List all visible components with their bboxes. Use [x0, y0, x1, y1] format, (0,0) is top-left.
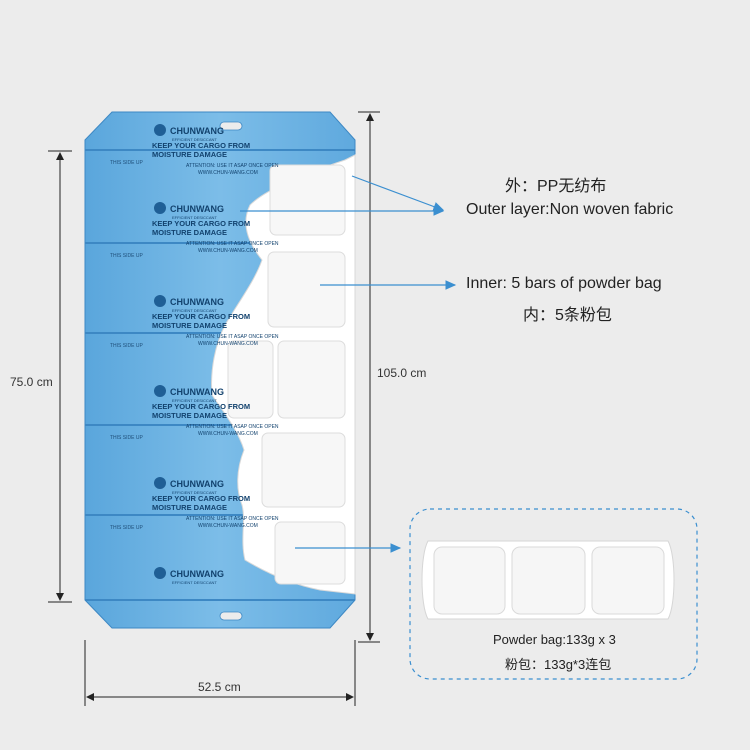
notice-text: ATTENTION: USE IT ASAP ONCE OPEN [186, 334, 279, 340]
slogan-line-1: KEEP YOUR CARGO FROM [152, 494, 250, 503]
slogan-line-2: MOISTURE DAMAGE [152, 150, 227, 159]
height-105-label: 105.0 cm [377, 366, 427, 380]
slogan-line-1: KEEP YOUR CARGO FROM [152, 312, 250, 321]
side-up-tag: THIS SIDE UP [110, 253, 143, 259]
notice-text: ATTENTION: USE IT ASAP ONCE OPEN [186, 163, 279, 169]
brand-subtitle: EFFICIENT DESICCANT [172, 398, 217, 403]
brand-subtitle: EFFICIENT DESICCANT [172, 137, 217, 142]
slogan-line-2: MOISTURE DAMAGE [152, 228, 227, 237]
brand-logo-icon [154, 295, 166, 307]
brand-name: CHUNWANG [170, 126, 224, 136]
brand-name: CHUNWANG [170, 204, 224, 214]
notice-text: ATTENTION: USE IT ASAP ONCE OPEN [186, 424, 279, 430]
side-up-tag: THIS SIDE UP [110, 343, 143, 349]
website-text: WWW.CHUN-WANG.COM [198, 341, 258, 347]
slogan-line-1: KEEP YOUR CARGO FROM [152, 141, 250, 150]
brand-subtitle: EFFICIENT DESICCANT [172, 490, 217, 495]
slogan-line-2: MOISTURE DAMAGE [152, 411, 227, 420]
brand-name: CHUNWANG [170, 387, 224, 397]
website-text: WWW.CHUN-WANG.COM [198, 170, 258, 176]
brand-logo-icon [154, 385, 166, 397]
outer-layer-cn-label: 外：PP无纺布 [505, 178, 607, 195]
side-up-tag: THIS SIDE UP [110, 160, 143, 166]
notice-text: ATTENTION: USE IT ASAP ONCE OPEN [186, 241, 279, 247]
notice-text: ATTENTION: USE IT ASAP ONCE OPEN [186, 516, 279, 522]
height-75-label: 75.0 cm [10, 375, 53, 389]
brand-logo-icon [154, 477, 166, 489]
outer-layer-en-label: Outer layer:Non woven fabric [466, 201, 674, 218]
powder-bag-detail [409, 508, 698, 680]
powder-bag-caption-cn: 粉包：133g*3连包 [505, 657, 612, 672]
powder-cells [227, 164, 346, 585]
inner-layer-cn-label: 内：5条粉包 [523, 307, 612, 324]
brand-logo-icon [154, 202, 166, 214]
side-up-tag: THIS SIDE UP [110, 525, 143, 531]
powder-bag-caption-en: Powder bag:133g x 3 [493, 632, 616, 647]
hanging-hole-top [219, 121, 243, 131]
powder-strip-cells [433, 546, 665, 615]
brand-subtitle: EFFICIENT DESICCANT [172, 308, 217, 313]
brand-name: CHUNWANG [170, 569, 224, 579]
hanging-hole-bottom [219, 611, 243, 621]
brand-name: CHUNWANG [170, 297, 224, 307]
width-52-label: 52.5 cm [198, 680, 241, 694]
website-text: WWW.CHUN-WANG.COM [198, 431, 258, 437]
callout-arrows [240, 175, 457, 553]
slogan-line-1: KEEP YOUR CARGO FROM [152, 219, 250, 228]
brand-subtitle: EFFICIENT DESICCANT [172, 580, 217, 585]
website-text: WWW.CHUN-WANG.COM [198, 248, 258, 254]
side-up-tag: THIS SIDE UP [110, 435, 143, 441]
brand-subtitle: EFFICIENT DESICCANT [172, 215, 217, 220]
inner-layer-en-label: Inner: 5 bars of powder bag [466, 275, 662, 292]
website-text: WWW.CHUN-WANG.COM [198, 523, 258, 529]
dimension-lines [48, 111, 380, 706]
slogan-line-1: KEEP YOUR CARGO FROM [152, 402, 250, 411]
brand-name: CHUNWANG [170, 479, 224, 489]
brand-logo-icon [154, 124, 166, 136]
detail-frame [409, 508, 698, 680]
brand-logo-icon [154, 567, 166, 579]
slogan-line-2: MOISTURE DAMAGE [152, 503, 227, 512]
slogan-line-2: MOISTURE DAMAGE [152, 321, 227, 330]
